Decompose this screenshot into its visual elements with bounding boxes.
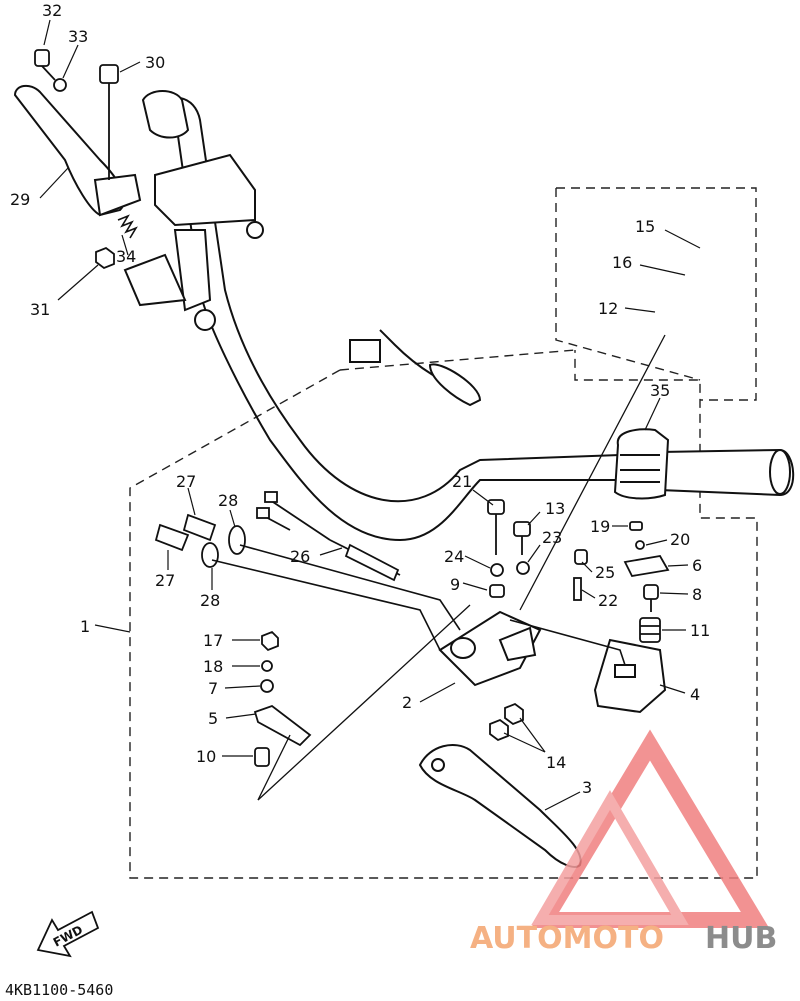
nut-28a (228, 525, 246, 555)
collar-9 (489, 584, 505, 598)
rod-22 (573, 577, 582, 601)
clutch-lever-29 (13, 84, 142, 217)
adjuster-27a (182, 513, 217, 542)
callout-18: 18 (203, 657, 223, 676)
callout-32: 32 (42, 1, 62, 20)
pin-8 (643, 584, 659, 612)
callout-28-bottom: 28 (200, 591, 220, 610)
leader-group-left (257, 734, 291, 801)
callout-13: 13 (545, 499, 565, 518)
callout-25: 25 (595, 563, 615, 582)
switch-cable-26 (256, 491, 401, 582)
washer-18 (261, 660, 273, 672)
spring-11 (639, 617, 661, 643)
spring-34 (117, 214, 138, 239)
callout-27-top: 27 (176, 472, 196, 491)
nut-28b (201, 542, 219, 568)
washer-20 (635, 540, 645, 550)
callout-24: 24 (444, 547, 464, 566)
switch-body-4 (593, 638, 667, 714)
callout-labels: 32 33 30 29 34 31 15 16 12 35 21 13 23 2… (10, 1, 710, 797)
callout-12: 12 (598, 299, 618, 318)
watermark-logo-icon (530, 729, 770, 928)
plate-6 (623, 555, 670, 577)
washer-7 (260, 679, 274, 693)
callout-16: 16 (612, 253, 632, 272)
callout-15: 15 (635, 217, 655, 236)
cable-to-switch (509, 619, 626, 666)
upper-cable (349, 329, 482, 407)
callout-26: 26 (290, 547, 310, 566)
callout-22: 22 (598, 591, 618, 610)
cable-outer (211, 559, 441, 651)
callout-19: 19 (590, 517, 610, 536)
callout-3: 3 (582, 778, 592, 797)
leader-lines (39, 19, 701, 811)
lever-holder-2 (438, 610, 542, 687)
callout-9: 9 (450, 575, 460, 594)
callout-27-bottom: 27 (155, 571, 175, 590)
washer-23 (516, 561, 530, 575)
washer-33 (53, 78, 67, 92)
callout-35: 35 (650, 381, 670, 400)
callout-7: 7 (208, 679, 218, 698)
right-grip (659, 448, 795, 497)
clip-10 (254, 747, 270, 767)
watermark-part-a: AUTOMOTO (470, 921, 664, 956)
watermark-part-b: HUB (705, 921, 777, 956)
leader-12-35 (519, 334, 666, 611)
callout-34: 34 (116, 247, 136, 266)
pin-25 (574, 549, 588, 565)
callout-33: 33 (68, 27, 88, 46)
callout-4: 4 (690, 685, 700, 704)
watermark-text: AUTOMOTO HUB (470, 921, 777, 956)
bolt-32 (34, 49, 56, 81)
bolt-13 (513, 521, 531, 555)
callout-8: 8 (692, 585, 702, 604)
callout-20: 20 (670, 530, 690, 549)
callout-11: 11 (690, 621, 710, 640)
callout-30: 30 (145, 53, 165, 72)
part-code: 4KB1100-5460 (5, 981, 113, 999)
adjuster-27b (154, 523, 190, 552)
callout-1: 1 (80, 617, 90, 636)
handlebar (123, 90, 621, 542)
screw-19 (629, 521, 643, 531)
callout-14: 14 (546, 753, 566, 772)
nuts-14 (489, 702, 524, 742)
throttle-switch-35 (613, 428, 670, 500)
callout-28-top: 28 (218, 491, 238, 510)
washer-24 (490, 563, 504, 577)
callout-31: 31 (30, 300, 50, 319)
callout-21: 21 (452, 472, 472, 491)
nut-31 (95, 246, 115, 270)
callout-10: 10 (196, 747, 216, 766)
callout-17: 17 (203, 631, 223, 650)
group-outline-1 (129, 349, 758, 879)
bracket-5 (253, 704, 312, 747)
bolt-30 (99, 64, 119, 180)
group-outline-35 (555, 187, 757, 401)
callout-23: 23 (542, 528, 562, 547)
screw-17 (261, 630, 279, 652)
callout-29: 29 (10, 190, 30, 209)
leader-group-center (257, 604, 471, 801)
callout-6: 6 (692, 556, 702, 575)
callout-2: 2 (402, 693, 412, 712)
callout-5: 5 (208, 709, 218, 728)
